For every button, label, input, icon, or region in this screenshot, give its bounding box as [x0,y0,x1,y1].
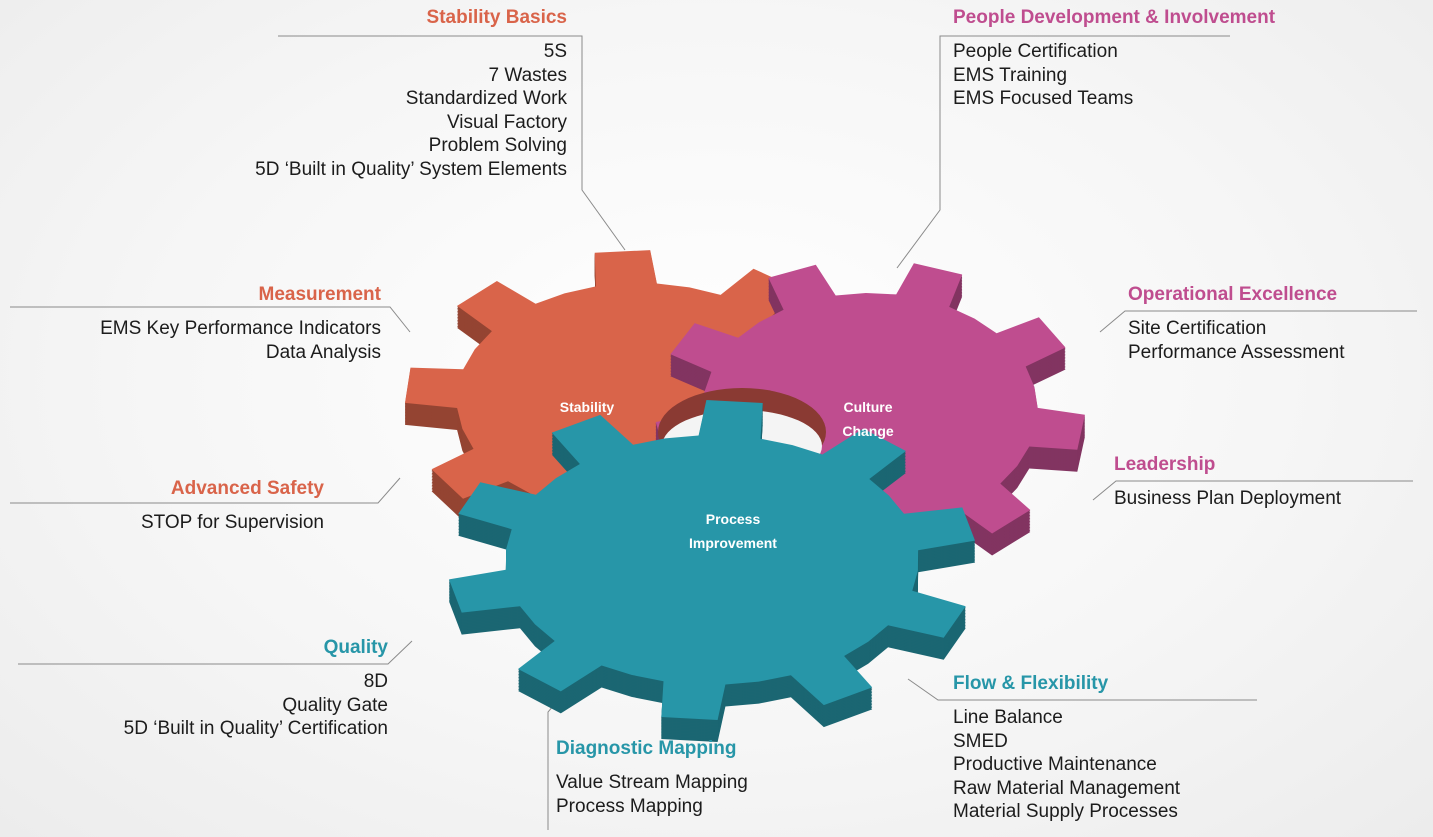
connector-line [278,35,626,251]
group-item: Visual Factory [446,111,567,133]
gear-face [449,400,975,720]
group-item: STOP for Supervision [140,512,324,533]
group-item: Raw Material Management [953,777,1181,799]
connector-line [1092,480,1413,501]
connector-lines [10,35,1417,830]
gear-label-line: Change [842,423,894,439]
group-item: Material Supply Processes [953,801,1178,823]
group-title: Advanced Safety [170,478,324,499]
group-title: Quality [323,637,388,658]
group-title: Diagnostic Mapping [556,738,737,759]
connector-line [10,306,411,333]
group-item: Quality Gate [282,694,388,716]
group-title: Leadership [1114,454,1216,475]
group-item: Problem Solving [428,135,567,157]
group-item: Value Stream Mapping [556,772,748,793]
group-title: People Development & Involvement [953,7,1276,28]
group-item: Line Balance [953,707,1063,728]
connector-line [907,678,1257,701]
group-item: Standardized Work [405,88,567,110]
group-item: EMS Training [953,64,1068,86]
group-item: People Certification [953,41,1118,62]
group-item: Performance Assessment [1128,341,1345,363]
group-item: EMS Focused Teams [953,88,1134,110]
connector-line [896,35,1230,269]
group-item: 8D [363,671,388,692]
group-item: 5D ‘Built in Quality’ System Elements [255,158,567,180]
group-items: STOP for Supervision [141,511,324,535]
stability-label: Stability [560,399,615,415]
group-items: Business Plan Deployment [1114,487,1341,511]
group-item: 5D ‘Built in Quality’ Certification [123,718,388,740]
gear-label-line: Improvement [689,535,777,551]
group-item: Site Certification [1128,318,1267,339]
group-item: Data Analysis [265,341,381,363]
gear-label-line: Culture [844,399,893,415]
connector-line [10,477,401,504]
group-item: SMED [953,730,1008,752]
process-improvement-gear [449,400,975,742]
connector-line [18,640,413,665]
group-title: Flow & Flexibility [953,673,1109,694]
group-item: 7 Wastes [488,64,568,86]
group-title: Operational Excellence [1128,284,1338,305]
group-item: EMS Key Performance Indicators [100,318,381,339]
gear-label-line: Stability [560,399,615,415]
gear-label-line: Process [706,511,761,527]
group-item: Business Plan Deployment [1114,488,1342,509]
group-title: Measurement [258,284,382,305]
group-item: Productive Maintenance [953,754,1157,776]
group-title: Stability Basics [426,7,567,28]
group-item: 5S [543,41,567,62]
group-item: Process Mapping [556,795,703,817]
connector-line [1099,310,1417,333]
